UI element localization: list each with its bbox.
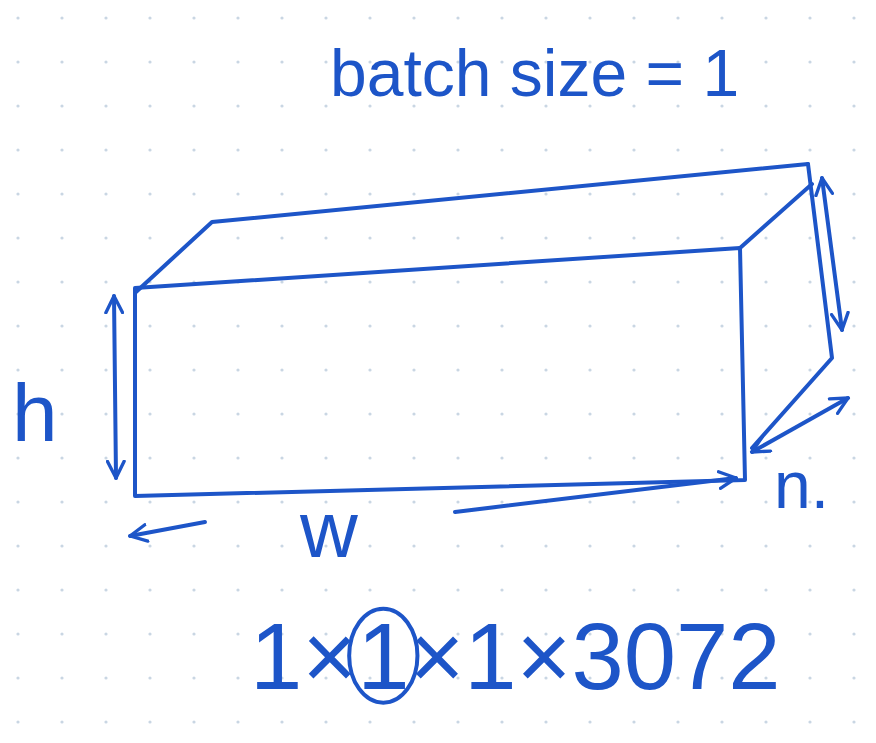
side-height-arrow — [822, 178, 842, 330]
width-label: w — [300, 490, 358, 570]
cuboid-top-edge — [136, 164, 808, 292]
height-arrow — [114, 296, 116, 478]
height-label: h — [12, 372, 58, 454]
batch-size-heading: batch size = 1 — [330, 40, 739, 106]
depth-arrow — [752, 398, 848, 452]
cuboid-right-edge — [752, 164, 832, 448]
depth-label: n. — [774, 452, 829, 518]
cuboid-top-right-edge — [740, 184, 812, 248]
width-arrow-left — [130, 522, 205, 536]
cuboid-front-face — [135, 248, 745, 496]
shape-label: 1×1×1×3072 — [250, 610, 781, 704]
width-arrow-right — [455, 478, 736, 512]
